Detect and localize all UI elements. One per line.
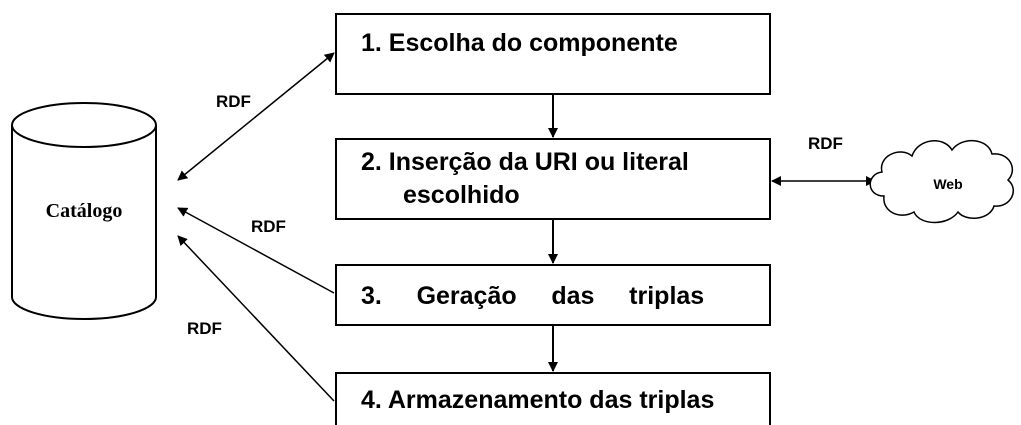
step-1-text: 1. Escolha do componente — [361, 29, 678, 57]
step-1-box: 1. Escolha do componente — [335, 13, 771, 95]
web-label: Web — [933, 176, 962, 192]
step-4-text: 4. Armazenamento das triplas — [361, 386, 714, 414]
step-3-box: 3. Geração das triplas — [335, 264, 771, 326]
arrow-step3-to-catalog — [177, 207, 335, 294]
web-cloud: Web — [869, 140, 1014, 224]
arrow-step1-catalog — [177, 52, 335, 181]
rdf-label-step4: RDF — [187, 319, 222, 338]
arrow-step4-to-catalog — [177, 235, 335, 402]
rdf-label-step3: RDF — [251, 217, 286, 236]
step-2-box: 2. Inserção da URI ou literal escolhido — [335, 138, 771, 220]
step-2-text-line1: 2. Inserção da URI ou literal — [361, 148, 689, 176]
step-3-text: 3. Geração das triplas — [361, 282, 704, 310]
catalog-database: Catálogo — [11, 102, 157, 320]
rdf-label-step1: RDF — [216, 92, 251, 111]
step-2-text-line2: escolhido — [403, 181, 520, 209]
step-4-box: 4. Armazenamento das triplas — [335, 372, 771, 425]
catalog-label: Catálogo — [46, 200, 123, 222]
rdf-label-web: RDF — [808, 134, 843, 153]
